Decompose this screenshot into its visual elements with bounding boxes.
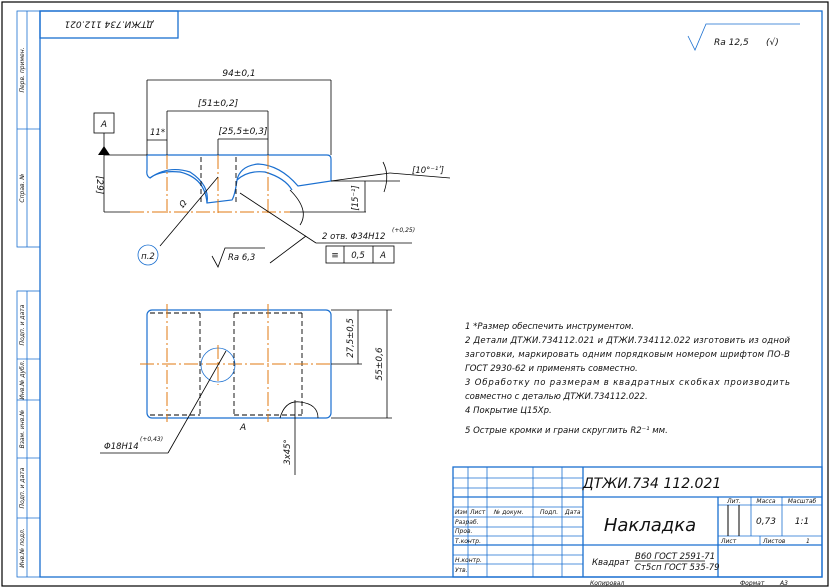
tb-material-line2: Ст5сп ГОСТ 535-79 — [635, 563, 720, 573]
title-block: ДТЖИ.734 112.021 Накладка В60 ГОСТ 2591-… — [452, 466, 823, 587]
note-line: заготовки, маркировать одним порядковым … — [465, 350, 790, 360]
tb-format-label: Формат — [740, 580, 765, 587]
dim-bore: 2 отв. Φ34H12 — [322, 232, 385, 242]
dim-width: 55±0,6 — [375, 347, 385, 381]
view-mark: A — [239, 423, 246, 433]
tb-copied: Копировал — [590, 580, 624, 587]
strip-label: Справ. № — [19, 173, 26, 202]
general-roughness: Ra 12,5 (√) — [687, 23, 800, 51]
note-line: 4 Покрытие Ц15Хр. — [465, 406, 552, 416]
tolerance-datum: A — [379, 251, 386, 261]
note-line: 1 *Размер обеспечить инструментом. — [465, 322, 634, 332]
strip-label: Подп. и дата — [19, 467, 26, 508]
note-line: 5 Острые кромки и грани скруглить R2⁻¹ м… — [465, 426, 668, 436]
strip-label: Взам. инв.№ — [19, 410, 26, 449]
side-strip-top: Перв. примен. Справ. № — [16, 10, 41, 248]
tb-header-mass: Масса — [756, 498, 775, 505]
dim-height: [29] — [94, 176, 104, 195]
local-roughness: Ra 6,3 — [228, 253, 255, 263]
symmetry-icon: ≡ — [331, 251, 339, 261]
tb-part-name: Накладка — [604, 515, 696, 536]
note-ref-label: п.2 — [141, 252, 155, 262]
dim-width-half: 27,5±0,5 — [346, 318, 356, 358]
tb-col-header: Подп. — [540, 509, 558, 516]
dim-small-hole-tol: (+0,43) — [140, 436, 163, 443]
dim-edge-offset: 11* — [150, 128, 165, 138]
note-line: ГОСТ 2930-62 и применять совместно. — [465, 364, 638, 374]
strip-label: Подп. и дата — [19, 304, 26, 345]
tolerance-frame: ≡ 0,5 A — [325, 245, 395, 264]
tb-col-header: Лист — [469, 509, 486, 516]
datum-label: A — [100, 120, 107, 130]
datum-triangle — [98, 146, 110, 155]
dim-slope-angle: [10°⁻¹ʹ] — [412, 166, 444, 176]
tolerance-value: 0,5 — [351, 251, 365, 261]
tb-col-header: Дата — [564, 509, 581, 516]
plan-view: 27,5±0,5 55±0,6 Φ18H14 (+0,43) 3x45° A — [100, 304, 392, 475]
radius-mark: Ω — [177, 198, 190, 211]
tb-row-label: Разраб. — [455, 519, 479, 526]
note-line: 2 Детали ДТЖИ.734112.021 и ДТЖИ.734112.0… — [465, 336, 790, 346]
dim-overall-length: 94±0,1 — [222, 69, 255, 79]
inner-frame — [39, 10, 823, 578]
tb-material-prefix: Квадрат — [592, 558, 631, 568]
stamp-designation: ДТЖИ.734 112.021 — [64, 19, 154, 29]
tb-mass: 0,73 — [756, 517, 776, 527]
tb-header-sheets: Листов — [762, 538, 786, 545]
tb-col-header: Изм — [455, 509, 468, 516]
roughness-suffix: (√) — [766, 37, 779, 48]
roughness-value: Ra 12,5 — [714, 38, 749, 48]
note-line: 3 Обработку по размерам в квадратных ско… — [465, 378, 790, 388]
tb-scale: 1:1 — [795, 517, 809, 527]
note-ref-circle — [137, 244, 159, 266]
strip-label: Инв.№ подл. — [19, 528, 26, 568]
note-line: совместно с деталью ДТЖИ.734112.022. — [465, 392, 648, 402]
tb-row-label: Пров. — [455, 528, 473, 535]
strip-label: Перв. примен. — [19, 47, 26, 92]
tb-row-label: Т.контр. — [455, 538, 481, 545]
tb-col-header: № докум. — [493, 509, 524, 516]
strip-label: Инв.№ дубл. — [19, 360, 26, 399]
dim-hole-offset: [25,5±0,3] — [219, 127, 268, 137]
dim-holes-spacing: [51±0,2] — [198, 99, 239, 109]
tb-row-label: Утв. — [455, 567, 468, 574]
tb-designation: ДТЖИ.734 112.021 — [582, 476, 722, 492]
tb-header-lit: Лит. — [726, 498, 741, 505]
tb-row-label: Н.контр. — [455, 557, 482, 564]
dim-chamfer: 3x45° — [283, 439, 293, 465]
tb-header-sheet: Лист — [720, 538, 737, 545]
dim-small-hole: Φ18H14 — [104, 442, 139, 452]
dim-bore-tol: (+0,25) — [392, 227, 415, 234]
tb-material-line1: В60 ГОСТ 2591-71 — [635, 552, 715, 562]
side-strip-bottom: Подп. и дата Инв.№ дубл. Взам. инв.№ Под… — [16, 290, 41, 578]
technical-notes: 1 *Размер обеспечить инструментом. 2 Дет… — [465, 322, 790, 436]
tb-format: А3 — [779, 580, 788, 587]
front-view: 94±0,1 [51±0,2] [25,5±0,3] 11* A [29] [1… — [93, 69, 451, 268]
dim-slope-height: [15⁻¹] — [351, 185, 361, 210]
tb-sheets: 1 — [806, 538, 810, 545]
tb-header-scale: Масштаб — [788, 498, 817, 505]
top-left-stamp: ДТЖИ.734 112.021 — [39, 10, 179, 39]
